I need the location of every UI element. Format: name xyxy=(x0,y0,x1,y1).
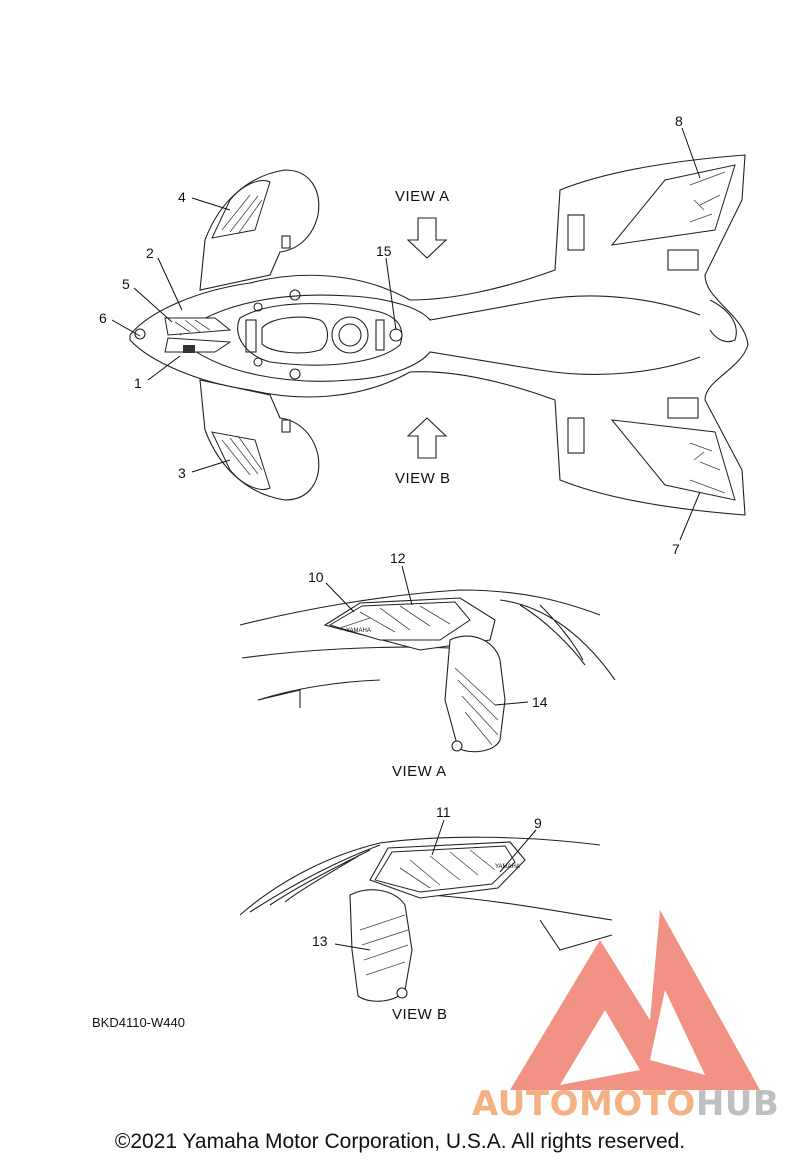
view-b-caption: VIEW B xyxy=(392,1006,448,1023)
callout-15: 15 xyxy=(376,243,392,259)
front-fenders xyxy=(134,169,320,501)
top-view-body xyxy=(129,154,749,516)
callout-10: 10 xyxy=(308,569,324,585)
callout-7: 7 xyxy=(672,541,680,557)
leader-10 xyxy=(325,582,355,613)
watermark-part1: AUTOMOTO xyxy=(472,1084,696,1124)
decal-text-yamaha-a: YAMAHA xyxy=(346,628,371,634)
view-b-arrow xyxy=(406,417,448,459)
leader-lines-top xyxy=(111,127,701,541)
callout-9: 9 xyxy=(534,815,542,831)
leader-12 xyxy=(401,565,413,606)
callout-2: 2 xyxy=(146,245,154,261)
callout-12: 12 xyxy=(390,550,406,566)
callout-14: 14 xyxy=(532,694,548,710)
callout-5: 5 xyxy=(122,276,130,292)
drawing-code: BKD4110-W440 xyxy=(92,1015,185,1030)
copyright-notice: ©2021 Yamaha Motor Corporation, U.S.A. A… xyxy=(114,1130,686,1153)
callout-13: 13 xyxy=(312,933,328,949)
top-view-b-label: VIEW B xyxy=(395,470,451,487)
view-a-caption: VIEW A xyxy=(392,763,447,780)
leader-14 xyxy=(494,701,529,706)
view-a-arrow xyxy=(406,217,448,259)
callout-8: 8 xyxy=(675,113,683,129)
decal-text-yamaha-b: YAMAHA xyxy=(495,864,520,870)
top-view-a-label: VIEW A xyxy=(395,188,450,205)
watermark-part2: HUB xyxy=(696,1084,779,1124)
watermark-text: AUTOMOTOHUB xyxy=(472,1084,779,1124)
callout-11: 11 xyxy=(436,804,451,820)
callout-6: 6 xyxy=(99,310,107,326)
leader-11 xyxy=(431,819,445,856)
callout-4: 4 xyxy=(178,189,186,205)
leader-13 xyxy=(334,943,371,951)
view-a-drawing: YAMAHA xyxy=(239,589,616,753)
watermark-logo-icon xyxy=(510,910,760,1090)
callout-3: 3 xyxy=(178,465,186,481)
callout-1: 1 xyxy=(134,375,142,391)
view-b-drawing: YAMAHA xyxy=(239,836,613,1002)
leader-9 xyxy=(499,829,537,873)
